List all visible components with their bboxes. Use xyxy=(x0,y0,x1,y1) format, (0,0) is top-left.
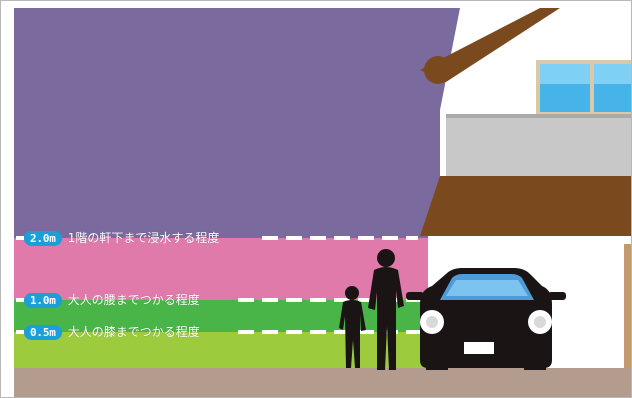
level-label-2m: 2.0m 1階の軒下まで浸水する程度 xyxy=(24,229,219,247)
car-silhouette xyxy=(406,268,566,370)
ground xyxy=(14,368,632,398)
level-badge-2m: 2.0m xyxy=(24,230,62,246)
level-label-1m: 1.0m 大人の腰までつかる程度 xyxy=(24,291,200,309)
level-badge-1m: 1.0m xyxy=(24,292,62,308)
level-badge-05m: 0.5m xyxy=(24,324,62,340)
band-2m xyxy=(14,238,428,300)
level-desc-1m: 大人の腰までつかる程度 xyxy=(67,293,200,307)
child-silhouette xyxy=(339,286,366,368)
level-desc-05m: 大人の膝までつかる程度 xyxy=(67,325,200,339)
level-desc-2m: 1階の軒下まで浸水する程度 xyxy=(67,231,220,245)
adult-silhouette xyxy=(368,249,404,370)
level-label-05m: 0.5m 大人の膝までつかる程度 xyxy=(24,323,200,341)
